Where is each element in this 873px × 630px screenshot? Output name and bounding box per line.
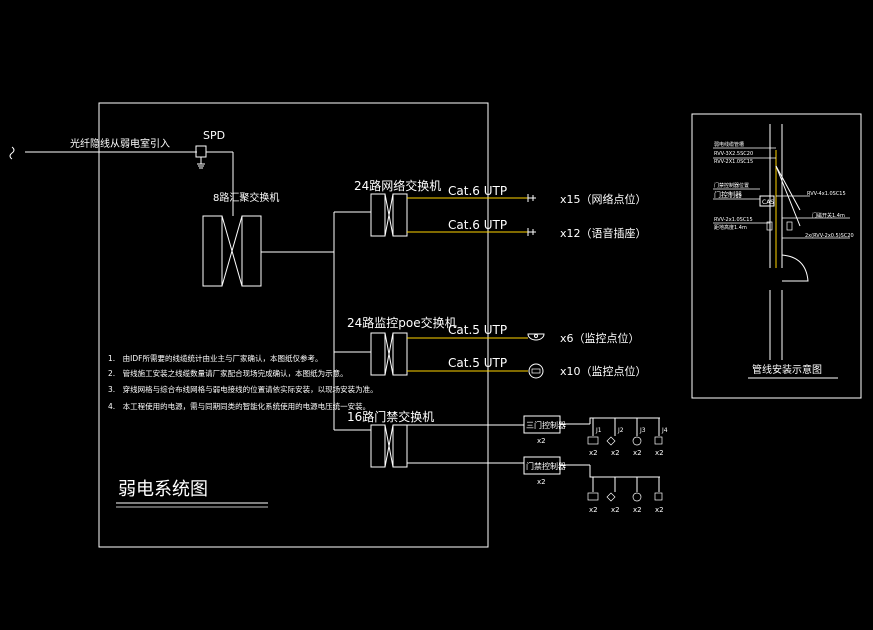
main-frame xyxy=(98,102,489,548)
device-tag-j1: J1 xyxy=(595,427,602,434)
outlet-1a-label: x15（网络点位） xyxy=(560,192,647,206)
switch-1-label: 24路网络交换机 xyxy=(354,178,441,193)
incoming-fiber-label: 光纤隐线从弱电室引入 xyxy=(70,137,170,150)
spd-box xyxy=(195,145,207,158)
core-switch-label: 8路汇聚交换机 xyxy=(213,191,279,204)
access-controller-1-multiplier: x2 xyxy=(537,437,546,445)
device-count-2: x2 xyxy=(611,449,620,457)
device-tag-j2: J2 xyxy=(617,427,624,434)
network-outlet-icon xyxy=(527,194,536,202)
voice-outlet-icon xyxy=(527,228,536,236)
detail-leader-lines xyxy=(713,147,850,239)
detail-title: 管线安装示意图 xyxy=(752,363,822,376)
detail-label: RVV-2x1.0SC15 xyxy=(714,217,753,223)
door-lock-icon xyxy=(632,436,642,446)
device-count-1: x2 xyxy=(589,506,598,514)
dome-camera-icon xyxy=(527,333,545,341)
switch-3-label: 16路门禁交换机 xyxy=(347,409,434,424)
access-device-bus-upper xyxy=(560,417,660,436)
exit-button-icon xyxy=(606,436,616,446)
outlet-1b-label: x12（语音插座） xyxy=(560,226,647,240)
spd-label: SPD xyxy=(203,129,225,142)
card-reader-icon xyxy=(587,492,599,501)
device-count-1: x2 xyxy=(589,449,598,457)
outlet-2b-label: x10（监控点位） xyxy=(560,364,647,378)
detail-frame xyxy=(691,113,862,399)
cable-1a-label: Cat.6 UTP xyxy=(448,184,507,198)
detail-cas-box xyxy=(759,195,775,207)
note-4: 4. 本工程使用的电源，需与同期同类的智能化系统使用的电源电压统一安装。 xyxy=(108,401,370,411)
detail-label: RVV-2X1.0SC15 xyxy=(714,159,753,165)
switch-1-symbol xyxy=(370,193,408,237)
device-tag-j4: J4 xyxy=(661,427,668,434)
note-2: 2. 管线施工安装之线缆数量请厂家配合现场完成确认，本图纸为示意。 xyxy=(108,368,348,378)
core-switch-symbol xyxy=(202,215,262,287)
bullet-camera-icon xyxy=(528,363,544,379)
device-tag-j3: J3 xyxy=(639,427,646,434)
break-symbol xyxy=(9,146,15,160)
detail-label: RVV-4x1.0SC15 xyxy=(807,191,846,197)
switch-3-symbol xyxy=(370,424,408,468)
detail-label: 距地高度1.4m xyxy=(714,224,747,231)
diagram-title: 弱电系统图 xyxy=(118,479,208,500)
device-count-3: x2 xyxy=(633,506,642,514)
door-contact-icon xyxy=(654,436,663,445)
note-3: 3. 穿线网格与综合布线网格与弱电接线的位置请依实际安装，以现场安装为准。 xyxy=(108,384,378,394)
door-lock-icon xyxy=(632,492,642,502)
cable-2b-label: Cat.5 UTP xyxy=(448,356,507,370)
device-count-4: x2 xyxy=(655,449,664,457)
switch-2-label: 24路监控poe交换机 xyxy=(347,315,457,330)
cable-1b-label: Cat.6 UTP xyxy=(448,218,507,232)
device-count-4: x2 xyxy=(655,506,664,514)
access-controller-2-multiplier: x2 xyxy=(537,478,546,486)
trunk-lines xyxy=(261,211,371,431)
cable-2a-label: Cat.5 UTP xyxy=(448,323,507,337)
switch-2-symbol xyxy=(370,332,408,376)
device-count-2: x2 xyxy=(611,506,620,514)
detail-label: 门磁开关1.4m xyxy=(812,212,845,219)
device-count-3: x2 xyxy=(633,449,642,457)
detail-label: 门禁控制器位置 xyxy=(714,182,749,189)
detail-label: 2x(RVV-2x0.5)SC20 xyxy=(805,233,854,239)
door-contact-icon xyxy=(654,492,663,501)
outlet-2a-label: x6（监控点位） xyxy=(560,331,640,345)
detail-cas-label: CAS xyxy=(762,199,774,206)
access-controller-2-label: 门禁控制器 xyxy=(526,461,566,471)
exit-button-icon xyxy=(606,492,616,502)
detail-height-marker xyxy=(766,221,773,231)
detail-contact-marker xyxy=(786,221,793,231)
card-reader-icon xyxy=(587,436,599,445)
detail-label: RVV-3X2.5SC20 xyxy=(714,151,753,157)
note-1: 1. 由IDF所需要的线缆统计由业主与厂家确认，本图纸仅参考。 xyxy=(108,353,322,363)
detail-label: 门控制器 xyxy=(714,190,742,199)
access-device-bus-lower xyxy=(560,464,660,492)
wall-section xyxy=(769,124,809,360)
detail-label: 弱电线缆管槽 xyxy=(714,141,744,148)
access-controller-1-label: 三门控制器 xyxy=(526,420,566,430)
